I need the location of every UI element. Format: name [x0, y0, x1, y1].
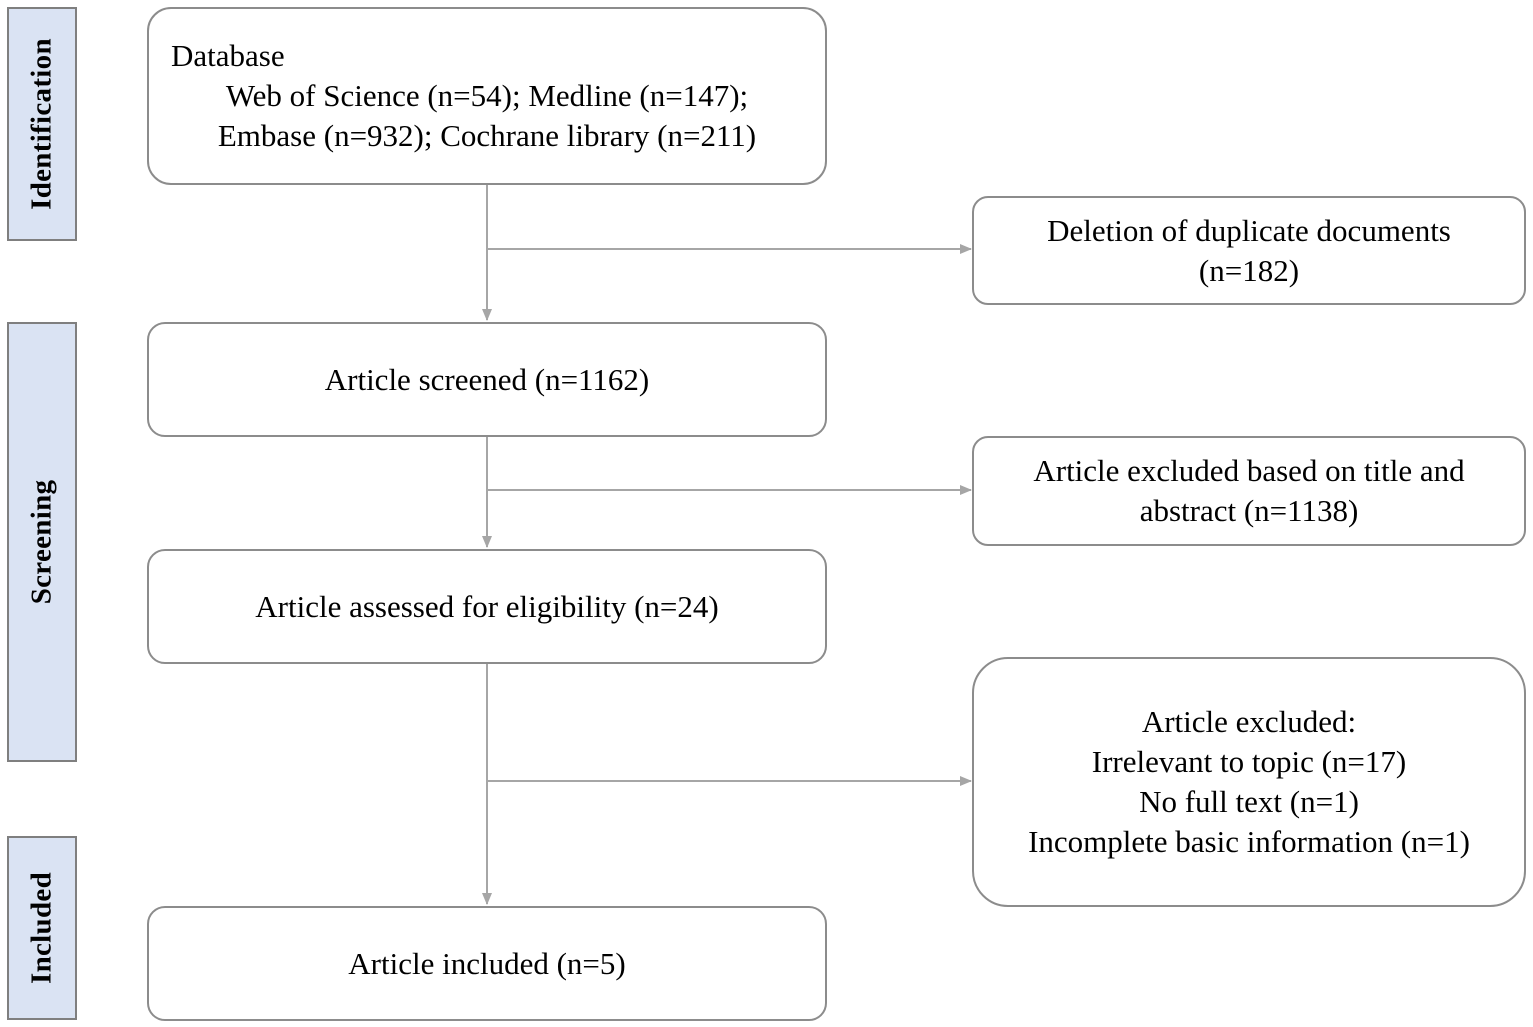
title-abstract-excluded-line-2: abstract (n=1138) [1139, 493, 1359, 528]
duplicates-line-1: Deletion of duplicate documents [1047, 212, 1451, 248]
included-text: Article included (n=5) [348, 945, 626, 981]
stage-included: Included [7, 836, 77, 1020]
screened-box: Article screened (n=1162) [147, 322, 827, 437]
fulltext-excluded-reason-2: No full text (n=1) [1139, 784, 1359, 819]
title-abstract-excluded-line-1: Article excluded based on title and [1033, 453, 1465, 488]
database-box: Database Web of Science (n=54); Medline … [147, 7, 827, 185]
screened-text: Article screened (n=1162) [324, 361, 650, 397]
database-line-2: Embase (n=932); Cochrane library (n=211) [217, 118, 757, 153]
duplicates-line-2: (n=182) [1198, 252, 1300, 288]
fulltext-excluded-heading: Article excluded: [1141, 704, 1357, 739]
database-line-1: Web of Science (n=54); Medline (n=147); [225, 78, 749, 113]
fulltext-excluded-reason-3: Incomplete basic information (n=1) [1028, 824, 1470, 859]
included-box: Article included (n=5) [147, 906, 827, 1021]
stage-identification: Identification [7, 7, 77, 241]
fulltext-excluded-box: Article excluded: Irrelevant to topic (n… [972, 657, 1526, 907]
eligibility-text: Article assessed for eligibility (n=24) [255, 588, 719, 624]
stage-screening: Screening [7, 322, 77, 762]
eligibility-box: Article assessed for eligibility (n=24) [147, 549, 827, 664]
title-abstract-excluded-box: Article excluded based on title and abst… [972, 436, 1526, 546]
fulltext-excluded-reason-1: Irrelevant to topic (n=17) [1091, 744, 1407, 779]
duplicates-box: Deletion of duplicate documents (n=182) [972, 196, 1526, 305]
database-heading: Database [171, 38, 285, 73]
